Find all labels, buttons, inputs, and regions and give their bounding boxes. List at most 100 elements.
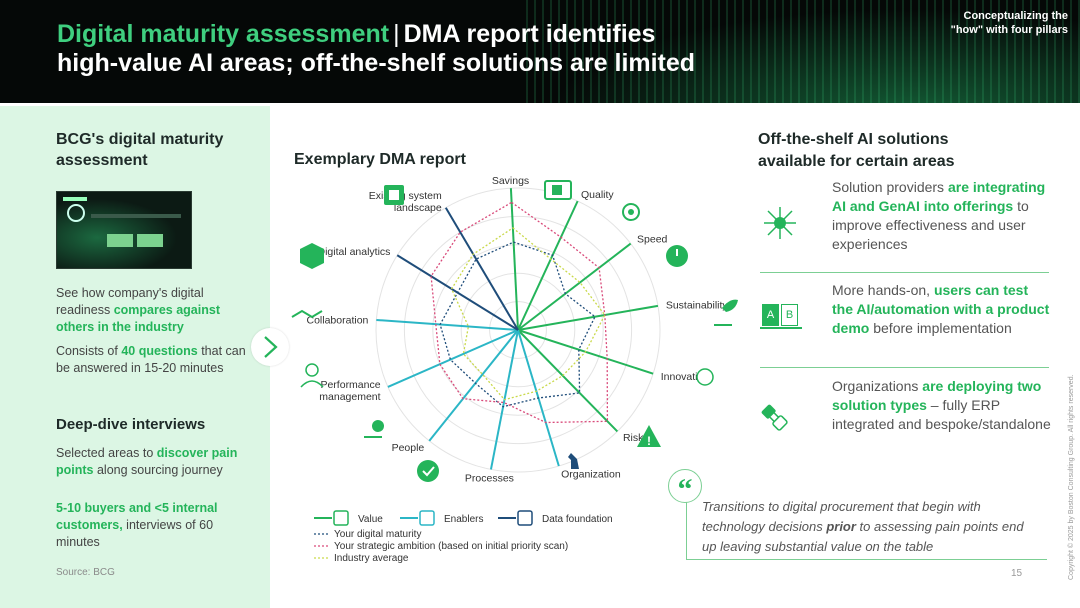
middle-heading: Exemplary DMA report — [294, 151, 466, 168]
ab-test-icon: A B — [760, 304, 802, 330]
item2-text-end: before implementation — [869, 320, 1012, 336]
radar-axis-label-line: Sustainability — [666, 299, 729, 311]
dma-report-thumbnail[interactable] — [56, 191, 192, 269]
p2-text-end: that can be answered in 15-20 minutes — [56, 344, 246, 375]
radar-axis-line — [509, 188, 519, 331]
radar-axis-line — [517, 200, 579, 331]
p1-highlight: compares against others in the industry — [56, 303, 220, 334]
left-panel — [0, 106, 270, 608]
plug-icon — [761, 404, 788, 431]
next-arrow-button[interactable] — [251, 328, 289, 366]
lightbulb-icon — [696, 368, 714, 386]
p2-highlight: 40 questions — [121, 344, 198, 358]
radar-axis-line — [517, 304, 659, 331]
divider-1 — [760, 272, 1049, 273]
svg-text:!: ! — [647, 434, 651, 448]
item3-text: Organizations — [832, 378, 923, 394]
radar-icons: ! — [291, 180, 738, 482]
radar-axis-label-line: landscape — [394, 202, 442, 214]
item1-highlight: are integrating AI and GenAI into offeri… — [832, 179, 1046, 214]
legend-series-label: Industry average — [334, 553, 409, 564]
radar-axis-label: Sustainability — [666, 299, 729, 311]
header-decoration — [520, 0, 1080, 103]
radar-grid-ring — [432, 244, 604, 416]
radar-axis-label-line: Savings — [492, 175, 529, 187]
legend-label: Data foundation — [542, 514, 613, 525]
p2-text: Consists of — [56, 344, 122, 358]
item3-highlight: are deploying two solution types — [832, 378, 1042, 413]
p3-highlight: discover pain points — [56, 446, 238, 477]
gear-check-icon — [417, 460, 439, 482]
radar-axis-label: Speed — [637, 234, 668, 246]
radar-axis-label: Risk — [623, 432, 644, 444]
radar-axis-label: Organization — [561, 469, 621, 481]
left-paragraph-2: Consists of 40 questions that can be ans… — [56, 343, 256, 377]
radar-grid — [375, 187, 661, 473]
legend-icon — [419, 510, 435, 526]
radar-axis-line — [444, 207, 519, 331]
legend-series-label: Your strategic ambition (based on initia… — [334, 541, 568, 552]
left-heading: BCG's digital maturity assessment — [56, 131, 224, 169]
item3-text-end: – fully ERP integrated and bespoke/stand… — [832, 397, 1051, 432]
right-item-2: More hands-on, users can test the AI/aut… — [832, 281, 1052, 338]
radar-axis-label-line: Organization — [561, 469, 621, 481]
left-paragraph-1: See how company's digital readiness comp… — [56, 285, 256, 336]
chess-knight-icon — [568, 453, 579, 469]
left-paragraph-4: 5-10 buyers and <5 internal customers, i… — [56, 500, 256, 551]
legend-icon — [517, 510, 533, 526]
radar-axis-label-line: Processes — [465, 472, 514, 484]
radar-grid-ring — [489, 301, 547, 359]
header-banner: Digital maturity assessment|DMA report i… — [0, 0, 1080, 103]
ab-base — [760, 327, 802, 329]
p3-text: Selected areas to — [56, 446, 157, 460]
cube-icon — [300, 243, 324, 269]
radar-axis-label: Quality — [581, 189, 614, 201]
ab-a-label: A — [762, 304, 779, 326]
item1-text-end: to improve effectiveness and user experi… — [832, 198, 1029, 252]
quote-part-2: to assessing pain points end up leaving … — [702, 519, 1024, 554]
title-line2: high-value AI areas; off-the-shelf solut… — [57, 49, 696, 77]
item2-text: More hands-on, — [832, 282, 934, 298]
thumbnail-bar — [91, 214, 181, 218]
network-icon — [764, 207, 796, 239]
left-paragraph-3: Selected areas to discover pain points a… — [56, 445, 256, 479]
radar-grid-ring — [375, 187, 661, 473]
radar-axis-label: Collaboration — [307, 314, 369, 326]
radar-series — [430, 201, 609, 424]
chevron-right-icon — [264, 336, 278, 358]
thumbnail-title-bar — [63, 197, 87, 201]
item1-text: Solution providers — [832, 179, 948, 195]
copyright-notice: Copyright © 2025 by Boston Consulting Gr… — [1068, 374, 1075, 580]
badge-icon — [622, 203, 640, 221]
money-icon — [544, 180, 572, 200]
radar-axis-label: People — [392, 442, 425, 454]
radar-axis-label-line: Speed — [637, 234, 668, 246]
ab-b-label: B — [781, 304, 798, 326]
legend-label: Enablers — [444, 514, 483, 525]
radar-axis-line — [376, 318, 519, 331]
title-accent: Digital maturity assessment — [57, 20, 390, 48]
radar-axis-label-line: People — [392, 442, 425, 454]
radar-axis-label-line: Collaboration — [307, 314, 369, 326]
radar-axis-label: Digital analytics — [317, 246, 390, 258]
page-number: 15 — [1011, 568, 1023, 579]
quote-emphasis: prior — [826, 519, 856, 534]
radar-axis-label-line: Existing system — [369, 190, 442, 202]
cpu-icon — [384, 185, 404, 205]
radar-grid-ring — [403, 215, 633, 445]
stopwatch-icon — [666, 245, 688, 267]
legend-label: Value — [358, 514, 383, 525]
legend-icon — [333, 510, 349, 526]
radar-chart: SavingsQualitySpeedSustainabilityInnovat… — [291, 175, 738, 564]
legend-series-label: Your digital maturity — [334, 529, 421, 540]
radar-axis-label-line: management — [319, 391, 380, 403]
quote-text: Transitions to digital procurement that … — [702, 497, 1032, 557]
left-heading-2: Deep-dive interviews — [56, 416, 206, 433]
radar-series-polygon — [450, 227, 606, 401]
quote-part-1: Transitions to digital procurement that … — [702, 499, 981, 534]
radar-grid-ring — [460, 272, 576, 388]
right-item-3: Organizations are deploying two solution… — [832, 377, 1052, 434]
